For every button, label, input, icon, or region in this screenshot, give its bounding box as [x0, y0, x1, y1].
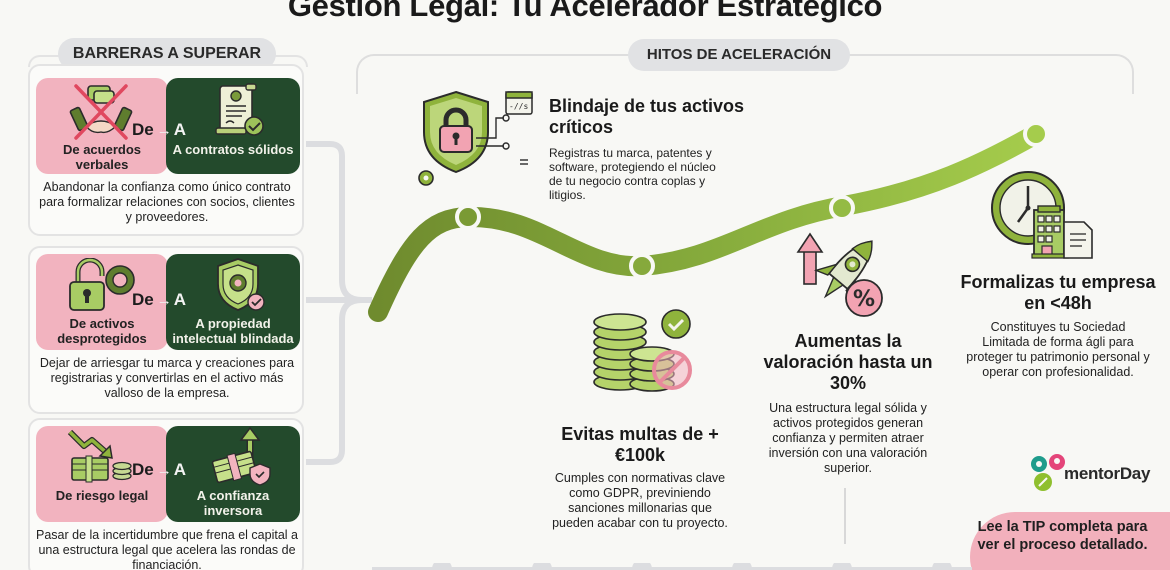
milestone-title: Formalizas tu empresa en <48h — [960, 272, 1156, 313]
page-title: Gestión Legal: Tu Acelerador Estratégico — [287, 0, 883, 23]
from-box: De acuerdos verbales — [36, 78, 168, 174]
milestone-title: Aumentas la valoración hasta un 30% — [763, 331, 933, 393]
brand-logo[interactable]: mentorDay — [1030, 452, 1150, 496]
milestone-title: Blindaje de tus activos críticos — [549, 96, 745, 137]
milestone-node — [1023, 121, 1049, 147]
unlocked-padlock-gear-icon — [64, 257, 140, 321]
to-label: A propiedad intelectual blindada — [172, 316, 294, 346]
from-to-connector: De→A — [132, 290, 187, 309]
rocket-percent-icon: % — [796, 228, 896, 323]
from-label: De activos desprotegidos — [57, 316, 147, 346]
divider-line — [844, 488, 846, 544]
barrier-description: Dejar de arriesgar tu marca y creaciones… — [39, 356, 295, 400]
from-to-connector: De→A — [132, 460, 187, 479]
bottom-progress-bar — [372, 563, 972, 570]
milestone-description: Constituyes tu Sociedad Limitada de form… — [966, 320, 1150, 379]
to-label: A contratos sólidos — [172, 142, 294, 157]
coins-check-prohibited-icon — [590, 304, 700, 405]
to-label: A confianza inversora — [196, 488, 270, 518]
from-box: De activos desprotegidos — [36, 254, 168, 350]
to-box: A contratos sólidos — [166, 78, 300, 174]
barrier-description: Abandonar la confianza como único contra… — [39, 180, 295, 224]
connector-lines — [306, 141, 372, 465]
from-label: De acuerdos verbales — [62, 142, 142, 172]
from-to-connector: De→A — [132, 120, 187, 139]
to-box: A propiedad intelectual blindada — [166, 254, 300, 350]
shield-padlock-code-icon: -//s — [416, 88, 534, 193]
to-box: A confianza inversora — [166, 426, 300, 522]
barrier-card-2: De activos desprotegidos A propiedad int… — [28, 246, 304, 414]
svg-text:-//s: -//s — [509, 102, 528, 111]
milestone-node — [829, 195, 855, 221]
signed-contract-icon — [212, 82, 268, 145]
barrier-description: Pasar de la incertidumbre que frena el c… — [36, 528, 298, 570]
clock-building-document-icon — [988, 168, 1098, 269]
mentorday-logo-icon — [1031, 454, 1065, 491]
brand-name: mentorDay — [1064, 464, 1151, 483]
milestone-node — [455, 204, 481, 230]
from-box: De riesgo legal — [36, 426, 168, 522]
shield-check-icon — [214, 256, 270, 319]
barrier-card-1: De acuerdos verbales A contratos sólidos — [28, 64, 304, 236]
from-label: De riesgo legal — [55, 488, 149, 503]
crossed-handshake-icon — [66, 82, 136, 145]
milestone-title: Evitas multas de +€100k — [561, 424, 719, 465]
milestone-description: Cumples con normativas clave como GDPR, … — [552, 471, 728, 530]
barrier-card-3: De riesgo legal A confi — [28, 418, 304, 570]
milestones-heading: HITOS DE ACELERACIÓN — [628, 39, 850, 71]
milestone-description: Registras tu marca, patentes y software,… — [549, 146, 716, 202]
money-up-arrow-shield-icon — [208, 426, 278, 491]
milestone-node — [629, 253, 655, 279]
money-down-arrow-icon — [64, 428, 140, 491]
milestone-description: Una estructura legal sólida y activos pr… — [768, 401, 928, 475]
read-tip-cta[interactable]: Lee la TIP completa para ver el proceso … — [970, 512, 1170, 570]
svg-text:%: % — [853, 287, 875, 312]
